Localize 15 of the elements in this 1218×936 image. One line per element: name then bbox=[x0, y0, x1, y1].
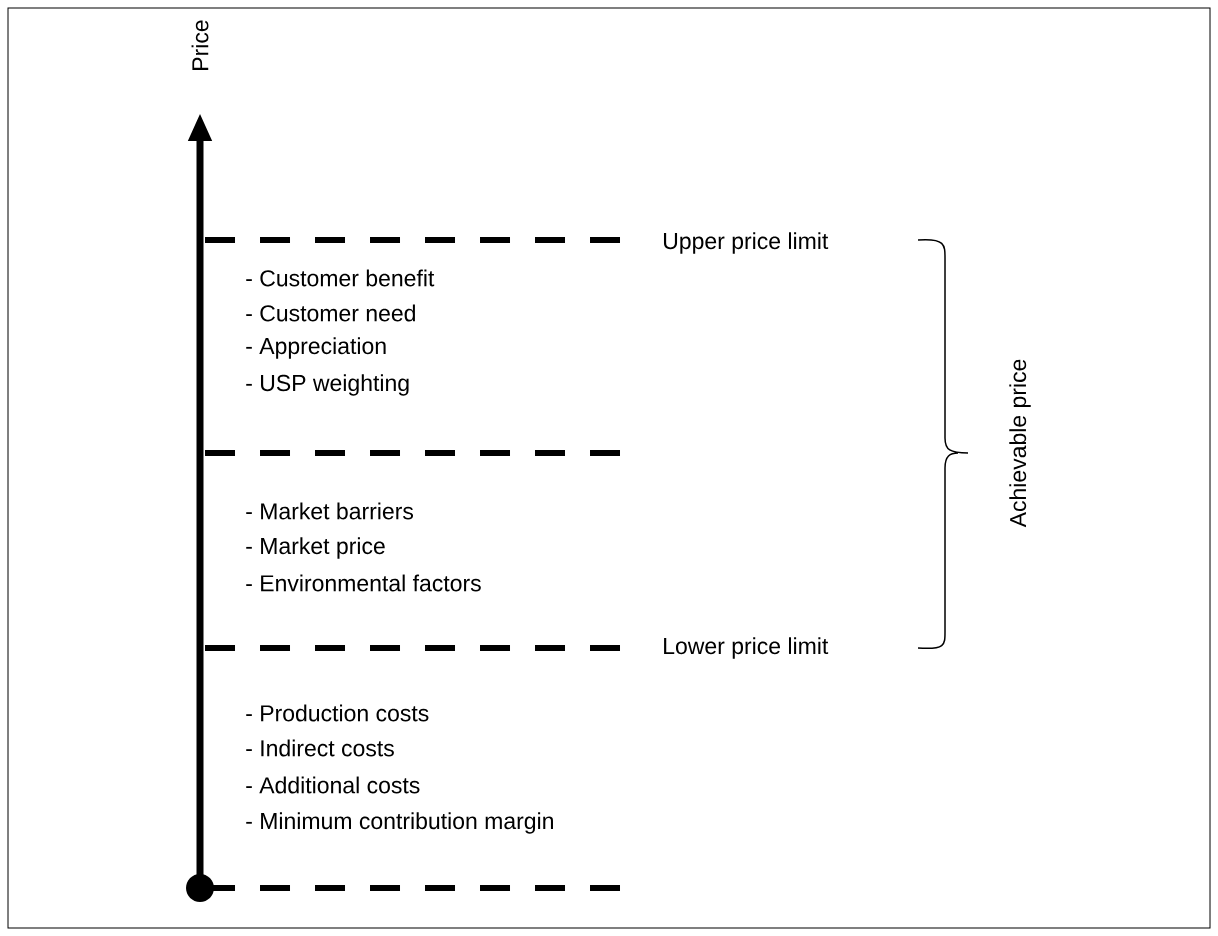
axis-label: Price bbox=[191, 20, 209, 70]
list-item: - Production costs bbox=[246, 704, 429, 722]
list-item: - Customer need bbox=[246, 304, 415, 322]
list-item: - Customer benefit bbox=[246, 269, 435, 287]
list-item: - Market price bbox=[246, 537, 385, 559]
list-item: - Minimum contribution margin bbox=[246, 812, 553, 834]
list-item: - Market barriers bbox=[246, 502, 414, 520]
limit-label: Upper price limit bbox=[664, 232, 829, 254]
list-item: - Environmental factors bbox=[246, 574, 481, 592]
list-item: - USP weighting bbox=[246, 374, 409, 396]
list-item: - Appreciation bbox=[246, 337, 386, 359]
list-item: - Additional costs bbox=[246, 776, 420, 794]
list-item: - Indirect costs bbox=[246, 739, 394, 757]
brace-label: Achievable price bbox=[1009, 359, 1031, 528]
limit-label: Lower price limit bbox=[664, 637, 829, 659]
